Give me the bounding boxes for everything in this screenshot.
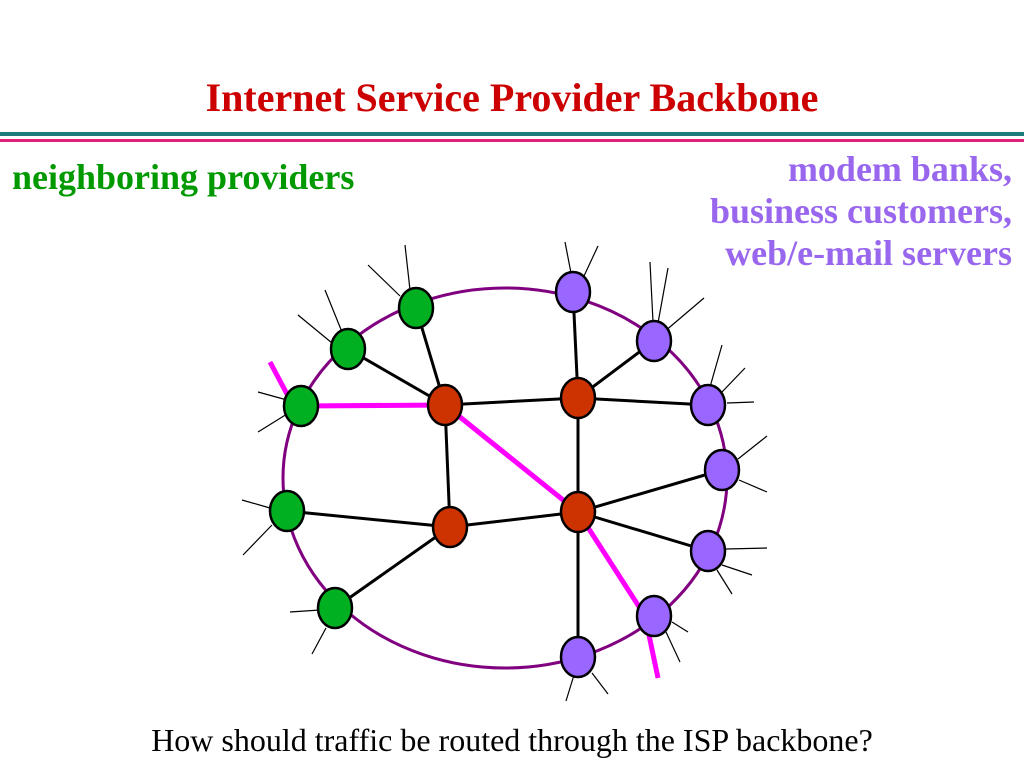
backbone-router-node: [431, 505, 469, 549]
external-link-spoke: [241, 499, 271, 509]
external-link-spoke: [657, 267, 669, 324]
external-link-spoke: [311, 627, 327, 655]
customer-label-line: modem banks,: [787, 149, 1012, 189]
neighbor-provider-node: [329, 327, 367, 371]
neighbor-provider-node: [397, 286, 435, 330]
title-rule-teal: [0, 132, 1024, 136]
external-link-spoke: [257, 391, 288, 401]
backbone-router-node: [559, 490, 597, 534]
customer-label-line: business customers,: [709, 191, 1012, 231]
customer-access-label: modem banks, business customers, web/e-m…: [710, 148, 1012, 274]
neighboring-providers-label: neighboring providers: [12, 157, 355, 197]
backbone-link: [334, 525, 451, 610]
neighbor-provider-node: [268, 489, 306, 533]
backbone-link: [577, 396, 709, 407]
external-link-spoke: [738, 479, 768, 493]
external-link-spoke: [663, 297, 705, 333]
backbone-router-node: [426, 383, 464, 427]
external-link-spoke: [583, 245, 599, 277]
external-link-spoke: [726, 401, 755, 404]
external-link-spoke: [649, 261, 654, 323]
external-link-spoke: [289, 609, 321, 613]
external-link-spoke: [565, 674, 575, 702]
customer-access-node: [635, 319, 673, 363]
backbone-router-node: [559, 376, 597, 420]
customer-access-node: [554, 270, 592, 314]
external-link-spoke: [297, 314, 333, 344]
slide-title: Internet Service Provider Backbone: [205, 75, 819, 120]
external-link-spoke: [242, 524, 273, 556]
external-link-spoke: [721, 367, 746, 393]
backbone-link: [449, 510, 579, 529]
external-link-spoke: [671, 621, 689, 633]
customer-access-node: [635, 594, 673, 638]
customer-label-line: web/e-mail servers: [725, 233, 1012, 273]
neighbor-provider-node: [316, 586, 354, 630]
customer-access-node: [689, 529, 727, 573]
external-link-spoke: [367, 264, 401, 297]
backbone-link: [577, 468, 723, 514]
customer-access-node: [689, 383, 727, 427]
backbone-link: [577, 510, 709, 553]
question-text: How should traffic be routed through the…: [151, 722, 873, 758]
external-link-spoke: [737, 435, 768, 460]
external-link-spoke: [721, 564, 753, 576]
external-link-spoke: [324, 289, 343, 333]
external-link-spoke: [564, 241, 572, 274]
external-link-spoke: [709, 344, 723, 388]
external-link-spoke: [665, 631, 681, 663]
external-link-spoke: [725, 547, 768, 550]
external-link-spoke: [716, 569, 733, 595]
customer-access-node: [703, 448, 741, 492]
title-rule-magenta: [0, 139, 1024, 142]
external-link-spoke: [257, 413, 288, 433]
neighbor-provider-node: [282, 384, 320, 428]
backbone-link: [286, 509, 451, 529]
backbone-link: [444, 396, 579, 407]
external-link-spoke: [404, 244, 411, 291]
external-link-spoke: [591, 672, 609, 695]
customer-access-node: [559, 635, 597, 679]
